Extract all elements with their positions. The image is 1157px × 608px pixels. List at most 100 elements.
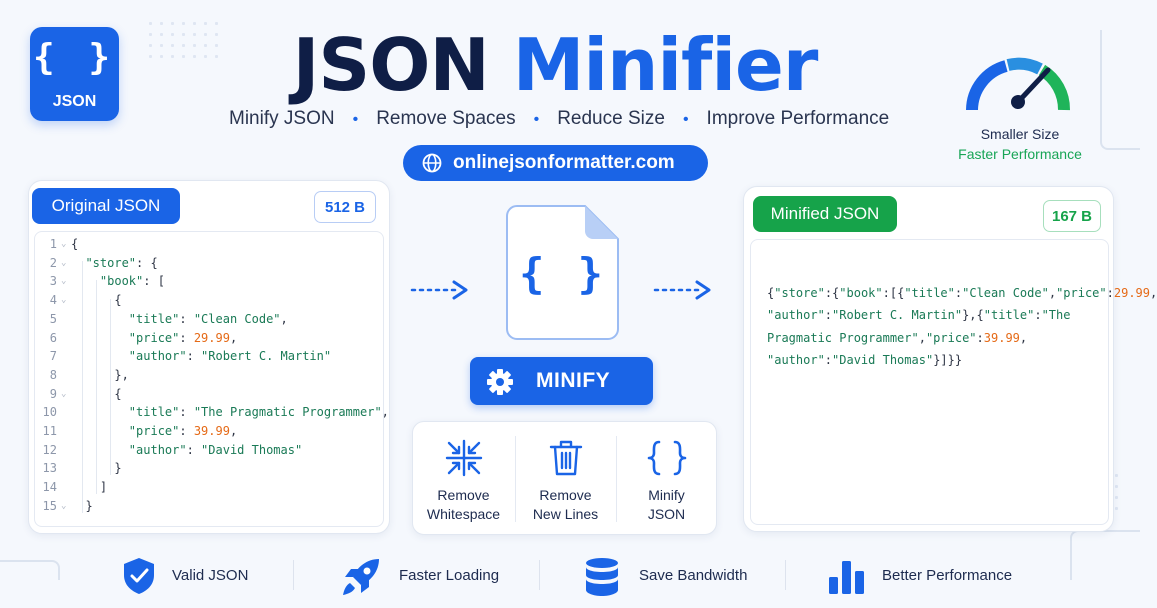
option-minify-json[interactable]: Minify JSON [616,422,717,536]
line-number: 2 [49,255,57,270]
circuit-decoration [1100,30,1140,150]
code-text: "author": "David Thomas" [128,442,303,457]
gauge-caption-size: Smaller Size [980,126,1060,142]
line-number: 12 [42,442,57,457]
subtitle-item: Minify JSON [229,108,335,129]
logo-braces-icon: { } [32,37,117,78]
option-label: Minify [648,487,685,503]
feature-label: Faster Loading [399,567,500,584]
fold-chevron-icon[interactable]: ⌄ [61,388,67,399]
title-part-minifier: Minifier [512,23,819,107]
subtitle-separator: • [682,111,689,128]
rocket-icon [343,559,379,595]
line-number: 10 [42,405,57,420]
divider [539,560,540,590]
minified-code-line: Pragmatic Programmer","price":39.99, [767,330,1028,345]
original-json-header-label: Original JSON [51,196,161,215]
shield-check-icon [124,558,154,594]
subtitle-separator: • [533,111,540,128]
indent-guide [110,299,111,475]
line-number: 11 [42,424,57,438]
line-number: 7 [49,349,57,364]
database-icon [586,558,618,596]
fold-chevron-icon[interactable]: ⌄ [61,500,67,511]
logo-label: JSON [52,93,97,110]
circuit-decoration [0,560,60,580]
title-part-json: JSON [292,23,490,107]
braces-icon: { } [519,249,607,298]
feature-better-performance: Better Performance [828,553,1028,597]
indent-guide [96,280,97,494]
minified-code-line: "author":"Robert C. Martin"},{"title":"T… [767,308,1071,323]
original-size-badge: 512 B [314,191,376,223]
website-url-link[interactable]: onlinejsonformatter.com [403,145,708,181]
speedometer-icon [966,57,1071,111]
minified-json-header: Minified JSON [753,196,897,232]
trash-icon [549,440,582,476]
minify-options-card: Remove Whitespace Remove New Lines [412,421,717,535]
code-text: "book": [ [99,274,165,289]
subtitle-item: Improve Performance [706,108,890,129]
divider [293,560,294,590]
subtitle-item: Reduce Size [557,108,665,129]
line-number: 3 [49,274,57,289]
fold-chevron-icon[interactable]: ⌄ [61,239,67,249]
option-label: JSON [647,506,686,522]
line-number: 13 [42,461,57,476]
compress-arrows-icon [445,439,482,477]
option-remove-new-lines[interactable]: Remove New Lines [515,422,616,536]
bar-chart-icon [829,561,864,594]
json-logo: { } JSON [30,27,119,121]
dotted-arrow-icon [410,280,468,300]
subtitle-item: Remove Spaces [376,108,516,129]
minified-code-line: {"store":{"book":[{"title":"Clean Code",… [767,286,1157,300]
fold-chevron-icon[interactable]: ⌄ [61,276,67,287]
minified-size-value: 167 B [1051,208,1093,225]
dotted-arrow-icon [653,280,711,300]
option-remove-whitespace[interactable]: Remove Whitespace [413,422,514,536]
url-text: onlinejsonformatter.com [453,152,675,173]
gear-icon [487,369,513,395]
line-number: 6 [49,330,57,345]
option-label: Whitespace [426,506,501,522]
code-text: "title": "Clean Code", [128,311,288,326]
line-number: 1 [49,237,57,251]
line-number: 14 [42,480,57,495]
code-text: } [114,461,122,476]
minify-button[interactable]: MINIFY [470,357,653,405]
divider [616,436,617,522]
code-text: "price": 29.99, [128,330,238,345]
fold-chevron-icon[interactable]: ⌄ [61,257,67,268]
feature-valid-json: Valid JSON [122,553,262,597]
divider [515,436,516,522]
line-number: 4 [49,293,57,308]
original-json-panel: Original JSON 512 B 1⌄{2⌄ "store": {3⌄ "… [28,180,390,534]
page-title: JSON Minifier [0,22,1110,108]
option-label: Remove [437,487,490,503]
json-file-icon: { } [506,205,619,340]
line-number: 5 [49,311,57,326]
code-text: { [114,293,122,308]
original-code-editor[interactable]: 1⌄{2⌄ "store": {3⌄ "book": [4⌄ {5 "title… [34,231,389,527]
code-text: { [114,386,122,401]
divider [785,560,786,590]
gauge-caption-performance: Faster Performance [958,146,1082,162]
feature-label: Save Bandwidth [639,567,748,584]
minified-code-output[interactable]: {"store":{"book":[{"title":"Clean Code",… [750,239,1157,525]
option-label: New Lines [532,506,599,522]
code-text: { [71,237,79,251]
option-label: Remove [539,487,592,503]
minified-json-panel: Minified JSON 167 B {"store":{"book":[{"… [743,186,1157,532]
globe-icon [422,153,442,173]
code-text: "price": 39.99, [128,424,238,438]
fold-chevron-icon[interactable]: ⌄ [61,295,67,306]
feature-label: Better Performance [882,567,1013,584]
subtitle: Minify JSON • Remove Spaces • Reduce Size • Im… [229,108,889,130]
code-text: }, [114,367,129,382]
code-text: ] [99,480,108,495]
minified-json-header-label: Minified JSON [770,204,880,223]
code-text: "title": "The Pragmatic Programmer", [128,405,389,420]
feature-save-bandwidth: Save Bandwidth [585,553,765,597]
code-text: "author": "Robert C. Martin" [128,349,332,364]
subtitle-separator: • [352,111,359,128]
